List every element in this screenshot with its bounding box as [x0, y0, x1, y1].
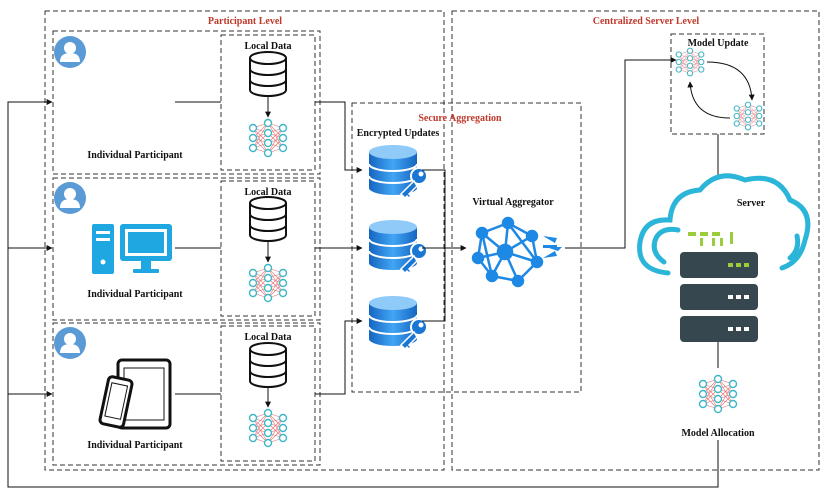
connector: [565, 57, 677, 249]
participant-label: Individual Participant: [87, 150, 183, 161]
user-avatar-icon: [54, 327, 86, 359]
phone-and-tablet-icon: [98, 358, 172, 430]
centralized-server-level-title: Centralized Server Level: [593, 16, 700, 27]
neural-network-icon: [675, 47, 705, 77]
model-update-box: [670, 33, 765, 135]
secure-aggregation-title: Secure Aggregation: [418, 113, 502, 124]
neural-network-icon: [733, 101, 763, 131]
participant-level-title: Participant Level: [208, 16, 282, 27]
local-data-label: Local Data: [245, 41, 292, 52]
connector: [422, 248, 446, 322]
virtual-aggregator-label: Virtual Aggregator: [472, 197, 554, 208]
database-icon: [249, 51, 287, 97]
desktop-computer-icon: [92, 224, 172, 274]
cloud-icon: [637, 173, 811, 276]
encrypted-database-key-icon: [368, 144, 428, 199]
local-data-label: Local Data: [245, 332, 292, 343]
neural-network-icon: [248, 408, 288, 448]
feedback-connector: [7, 99, 719, 488]
server-rack-icon: [680, 252, 758, 342]
cloud-connection-pins-icon: [688, 232, 733, 246]
neural-network-icon: [698, 374, 738, 414]
local-data-label: Local Data: [245, 187, 292, 198]
participant-2-box: [52, 177, 321, 321]
update-cycle-arrow: [687, 81, 731, 119]
connector: [422, 169, 467, 251]
aggregator-output-arrows-icon: [543, 236, 562, 258]
participant-label: Individual Participant: [87, 289, 183, 300]
model-allocation-label: Model Allocation: [681, 428, 754, 439]
user-avatar-icon: [54, 36, 86, 68]
database-icon: [249, 342, 287, 388]
virtual-aggregator-network-icon: [471, 216, 544, 288]
encrypted-updates-label: Encrypted Updates: [357, 128, 440, 139]
connector: [315, 318, 363, 395]
centralized-server-level-box: [451, 10, 820, 471]
database-icon: [249, 196, 287, 242]
model-update-label: Model Update: [688, 38, 749, 49]
connector: [315, 101, 363, 173]
neural-network-icon: [248, 263, 288, 303]
participant-level-box: [44, 10, 445, 471]
encrypted-database-key-icon: [368, 295, 428, 350]
server-label: Server: [737, 198, 766, 209]
neural-network-icon: [248, 118, 288, 158]
encrypted-database-key-icon: [368, 219, 428, 274]
participant-label: Individual Participant: [87, 440, 183, 451]
update-cycle-arrow: [706, 61, 755, 101]
user-avatar-icon: [54, 182, 86, 214]
